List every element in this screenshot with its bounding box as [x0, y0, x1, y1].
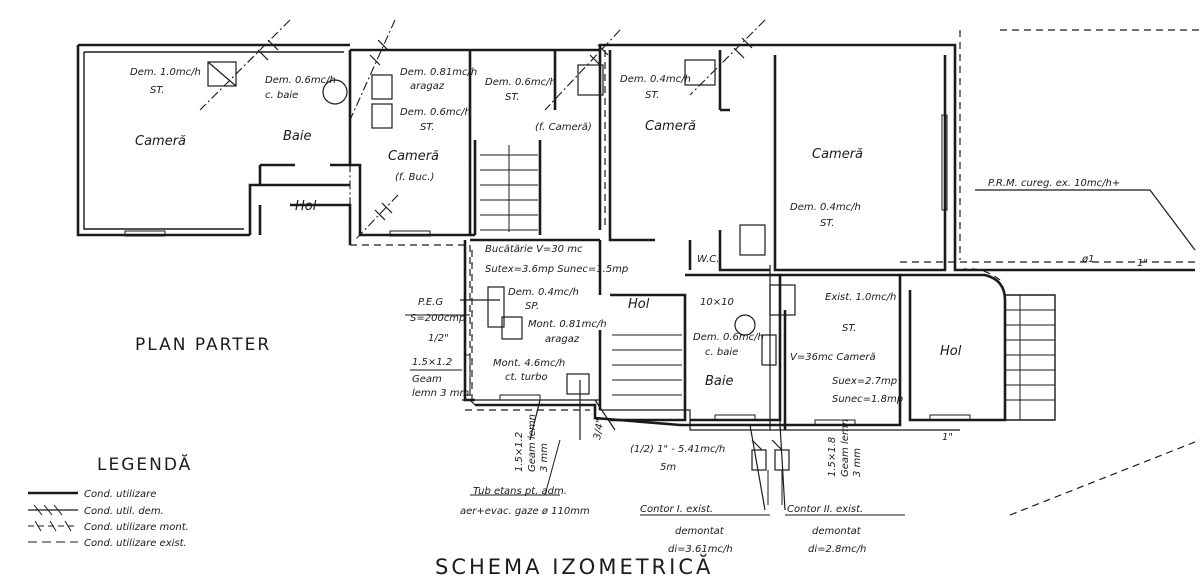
anno-dem-4: Dem. 0.6mc/h [485, 77, 556, 88]
anno-exist-1: Exist. 1.0mc/h [825, 292, 896, 303]
label-camera-5-area-2: Sunec=1.8mp [832, 394, 903, 405]
legend-item-4: Cond. utilizare exist. [84, 538, 187, 549]
anno-dem-3: Dem. 0.81mc/h [400, 67, 477, 78]
label-hol-3: Hol [940, 344, 962, 359]
label-bucatarie-area: Sutex=3.6mp Sunec=1.5mp [485, 264, 628, 275]
anno-peg: P.E.G [418, 297, 443, 308]
anno-window-v2-sub2: 3 mm [852, 448, 863, 477]
anno-dem-4-sub: ST. [505, 92, 519, 103]
fixtures [207, 59, 796, 395]
anno-one-inch: 1" [942, 432, 953, 443]
anno-dem-5-sub: ST. [420, 122, 434, 133]
legend-item-2: Cond. util. dem. [84, 506, 164, 517]
anno-dem-1-sub: ST. [150, 85, 164, 96]
anno-window-v2-sub: Geam lemn [840, 419, 851, 477]
label-baie-2: Baie [705, 374, 734, 389]
label-camera-4: Cameră [812, 147, 863, 162]
anno-window-v1-sub: Geam lemn [527, 414, 538, 472]
anno-half-inch: 1/2" [428, 333, 449, 344]
room-labels: Cameră Baie Cameră (f. Buc.) Hol (f. Cam… [135, 119, 962, 405]
legend-item-1: Cond. utilizare [84, 489, 156, 500]
anno-pipe-len-sub: 5m [660, 462, 676, 473]
gas-pipes [199, 19, 1196, 511]
anno-window-v2: 1.5×1.8 [827, 437, 838, 477]
label-wc: W.C. [697, 254, 719, 265]
schema-title: SCHEMA IZOMETRICĂ [435, 553, 713, 579]
anno-contor-1-sub: demontat [675, 526, 725, 537]
legend-title: LEGENDĂ [97, 453, 192, 475]
label-camera-5-area-1: Suex=2.7mp [832, 376, 897, 387]
label-hol-2: Hol [628, 297, 650, 312]
label-baie-2-dim: 10×10 [700, 297, 734, 308]
anno-dem-3-sub: aragaz [410, 81, 445, 92]
anno-dem-5: Dem. 0.6mc/h [400, 107, 471, 118]
anno-peg-sub: S=200cmp [410, 313, 465, 324]
annotations: Dem. 1.0mc/h ST. Dem. 0.6mc/h c. baie De… [130, 67, 1148, 555]
label-baie-1: Baie [283, 129, 312, 144]
anno-mont-1-sub: aragaz [545, 334, 580, 345]
anno-mont-1: Mont. 0.81mc/h [528, 319, 607, 330]
anno-pipe-len: (1/2) 1" - 5.41mc/h [630, 444, 725, 455]
anno-dem-9-sub: c. baie [705, 347, 738, 358]
anno-dem-9: Dem. 0.6mc/h [693, 332, 764, 343]
label-camera-3: Cameră [645, 119, 696, 134]
anno-dem-8: Dem. 0.4mc/h [508, 287, 579, 298]
windows [124, 114, 971, 426]
anno-exist-1-sub: ST. [842, 323, 856, 334]
anno-window-left: 1.5×1.2 [412, 357, 452, 368]
anno-prm: P.R.M. cureg. ex. 10mc/h+ [988, 178, 1120, 189]
anno-contor-2-sub: demontat [812, 526, 862, 537]
anno-tub-1: Tub etans pt. adm. [473, 486, 567, 497]
anno-window-v1-sub2: 3 mm [539, 443, 550, 472]
label-camera-2: Cameră [388, 149, 439, 164]
anno-dim-2: 1" [1137, 258, 1148, 269]
anno-window-v1: 1.5×1.2 [514, 432, 525, 472]
plan-title: PLAN PARTER [135, 335, 271, 355]
staircase-upper [480, 145, 538, 232]
anno-tub-2: aer+evac. gaze ø 110mm [460, 506, 590, 517]
label-hol-1: Hol [295, 199, 317, 214]
anno-mont-2-sub: ct. turbo [505, 372, 548, 383]
anno-dem-2-sub: c. baie [265, 90, 298, 101]
anno-contor-2: Contor II. exist. [787, 504, 863, 515]
staircase-lower [612, 334, 682, 411]
label-bucatarie: Bucătărie V=30 mc [485, 244, 583, 255]
anno-dem-7: Dem. 0.4mc/h [790, 202, 861, 213]
anno-window-left-sub2: lemn 3 mm [412, 388, 469, 399]
walls [76, 29, 1200, 516]
anno-window-left-sub: Geam [412, 374, 442, 385]
legend-item-3: Cond. utilizare mont. [84, 522, 189, 533]
anno-dem-2: Dem. 0.6mc/h [265, 75, 336, 86]
pipe-crossmarks [257, 37, 783, 451]
anno-dim-1: ø1 [1081, 254, 1094, 265]
anno-contor-2-val: di=2.8mc/h [808, 544, 866, 555]
leader-lines [405, 314, 905, 516]
anno-contor-1: Contor I. exist. [640, 504, 713, 515]
anno-three-quarter: 3/4" [592, 418, 606, 440]
label-f-camera: (f. Cameră) [535, 122, 592, 133]
label-camera-2-sub: (f. Buc.) [395, 172, 434, 183]
anno-dem-8-sub: SP. [525, 301, 539, 312]
anno-mont-2: Mont. 4.6mc/h [493, 358, 565, 369]
label-camera-5: V=36mc Cameră [790, 352, 876, 363]
anno-dem-1: Dem. 1.0mc/h [130, 67, 201, 78]
anno-dem-6: Dem. 0.4mc/h [620, 74, 691, 85]
label-camera-1: Cameră [135, 134, 186, 149]
anno-dem-7-sub: ST. [820, 218, 834, 229]
anno-contor-1-val: di=3.61mc/h [668, 544, 733, 555]
legend: LEGENDĂ Cond. utilizare Cond. util. dem.… [28, 453, 192, 549]
anno-dem-6-sub: ST. [645, 90, 659, 101]
